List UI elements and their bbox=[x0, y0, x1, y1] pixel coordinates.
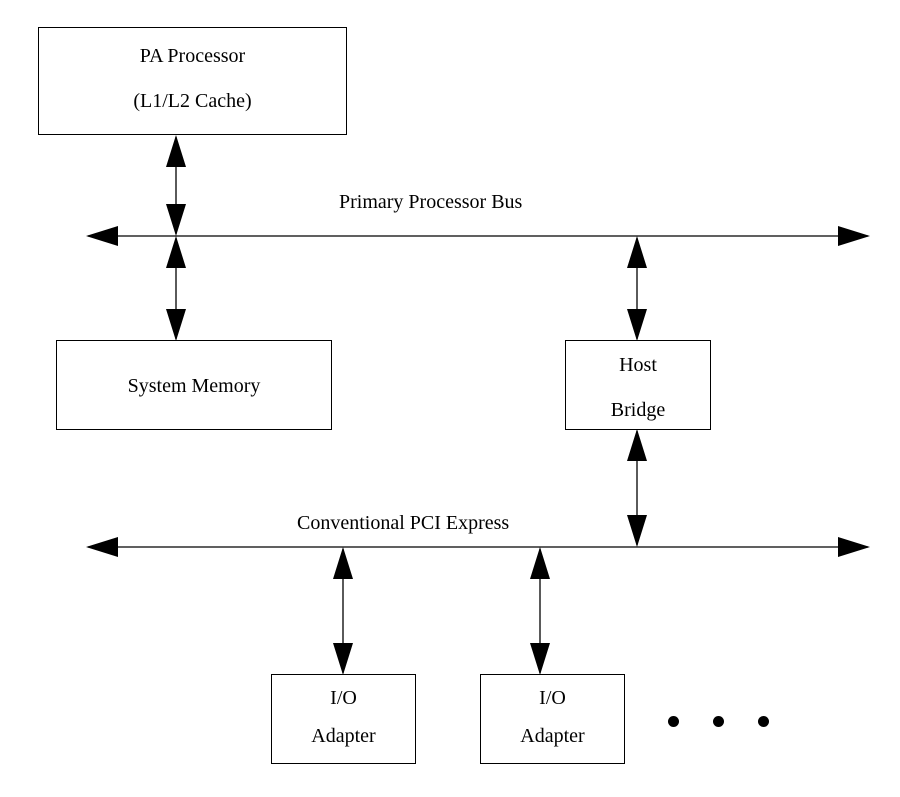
io-adapter-box-2: I/O Adapter bbox=[480, 674, 625, 764]
continuation-dot bbox=[668, 716, 679, 727]
continuation-ellipsis bbox=[668, 716, 778, 728]
io-adapter-1-label-line1: I/O bbox=[330, 687, 357, 709]
primary-processor-bus-label: Primary Processor Bus bbox=[339, 191, 523, 213]
pa-processor-cache-label: (L1/L2 Cache) bbox=[133, 90, 252, 112]
pa-processor-box: PA Processor (L1/L2 Cache) bbox=[38, 27, 347, 135]
pci-express-bus-label: Conventional PCI Express bbox=[297, 512, 510, 534]
pa-processor-label: PA Processor bbox=[139, 45, 246, 67]
io-adapter-2-label-line1: I/O bbox=[539, 687, 566, 709]
continuation-dot bbox=[713, 716, 724, 727]
host-bridge-box: Host Bridge bbox=[565, 340, 711, 430]
system-memory-label: System Memory bbox=[127, 375, 261, 397]
continuation-dot bbox=[758, 716, 769, 727]
system-memory-box: System Memory bbox=[56, 340, 332, 430]
io-adapter-1-label-line2: Adapter bbox=[311, 725, 376, 747]
host-bridge-label-line2: Bridge bbox=[610, 399, 666, 421]
io-adapter-2-label-line2: Adapter bbox=[520, 725, 585, 747]
io-adapter-box-1: I/O Adapter bbox=[271, 674, 416, 764]
host-bridge-label-line1: Host bbox=[619, 354, 657, 376]
